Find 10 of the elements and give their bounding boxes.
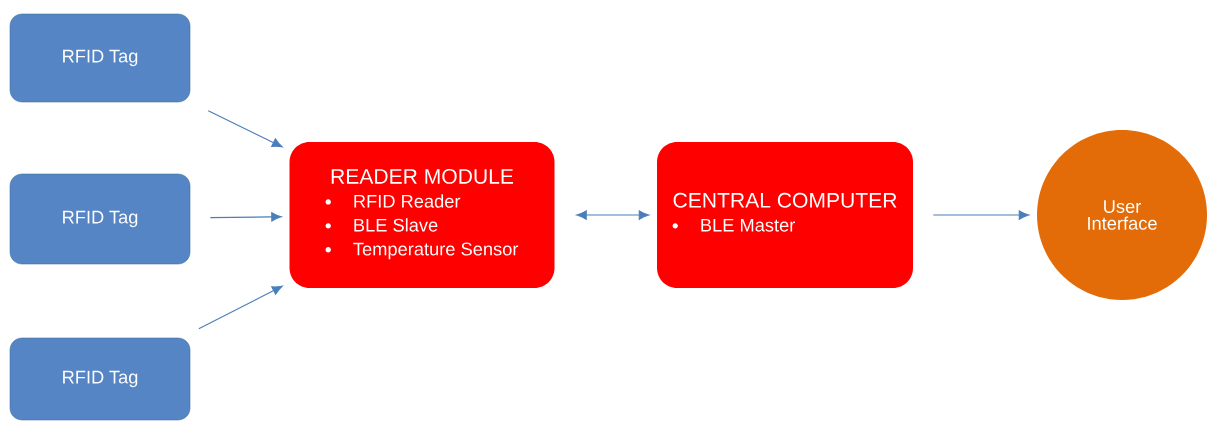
tag-box: RFID Tag xyxy=(9,13,191,103)
module-box: CENTRAL COMPUTER BLE Master xyxy=(657,142,913,288)
arrow xyxy=(198,285,283,330)
tag-box: RFID Tag xyxy=(9,173,191,265)
arrow xyxy=(932,210,1030,220)
tag-box: RFID Tag xyxy=(9,337,191,421)
arrow xyxy=(209,212,282,222)
arrow xyxy=(576,210,650,220)
arrow xyxy=(207,110,283,148)
module-box: READER MODULE RFID Reader BLE Slave Temperature Sensor xyxy=(289,142,555,288)
